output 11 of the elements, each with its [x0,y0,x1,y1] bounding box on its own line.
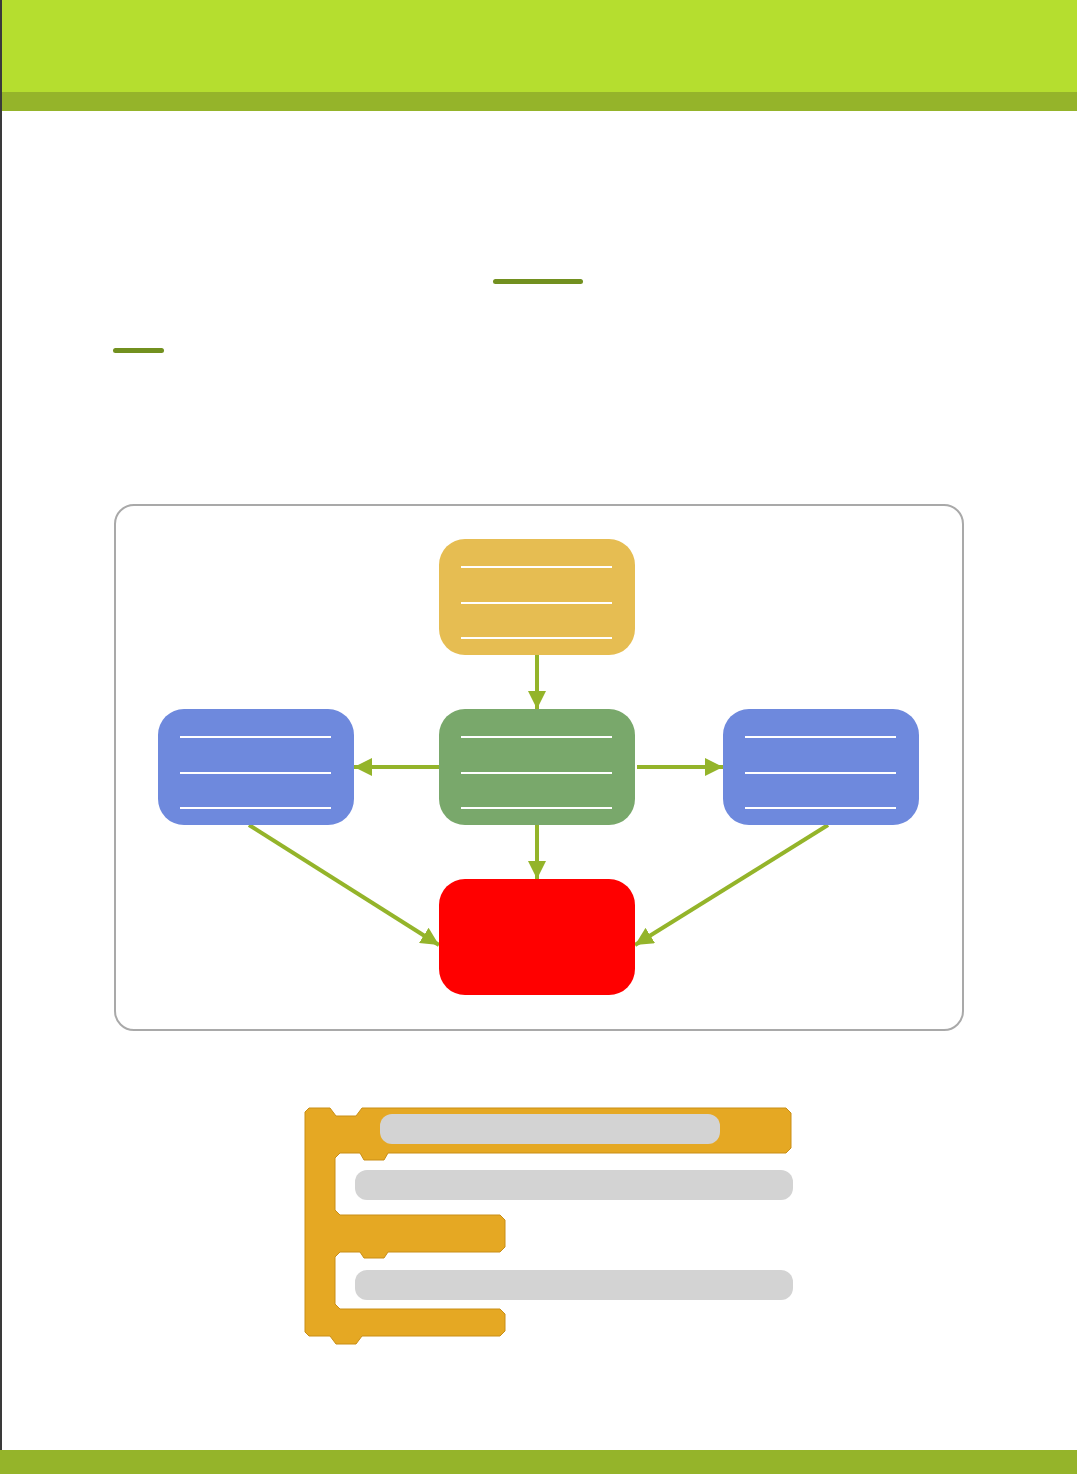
arrow [528,655,546,709]
arrow [633,823,830,947]
process-box [439,709,635,825]
arrow [354,758,439,776]
process-box [439,539,635,655]
arrow [528,825,546,879]
process-box [723,709,919,825]
process-box [439,879,635,995]
arrow [247,823,441,947]
process-box [158,709,354,825]
arrow [637,758,723,776]
